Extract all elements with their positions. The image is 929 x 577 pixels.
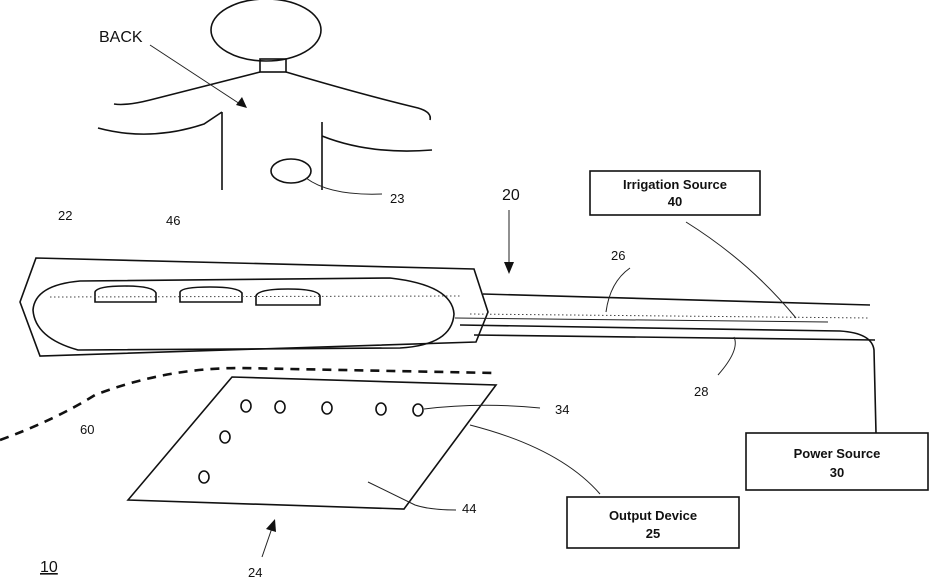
output-pad — [128, 377, 600, 510]
ref-46: 46 — [166, 213, 180, 228]
output-device-box: Output Device 25 — [567, 497, 739, 548]
irrigation-lumen — [470, 314, 870, 318]
power-source-label: Power Source — [794, 446, 881, 461]
pad-electrode-dot — [220, 431, 230, 443]
patient-shoulders — [114, 72, 430, 120]
ref-44: 44 — [462, 501, 476, 516]
pad-electrode-dot — [199, 471, 209, 483]
electrode — [95, 286, 156, 302]
ref-34: 34 — [555, 402, 569, 417]
catheter-ref: 20 — [502, 187, 520, 204]
figure-ref-10: 10 — [40, 559, 58, 576]
irrigation-source-label: Irrigation Source — [623, 177, 727, 192]
irrigation-source-ref: 40 — [668, 194, 682, 209]
ref-22: 22 — [58, 208, 72, 223]
electrode-array — [95, 286, 320, 305]
irrigation-connector — [686, 222, 796, 318]
patient-body — [98, 0, 432, 194]
irrigation-line-leader — [606, 268, 630, 312]
catheter-dotted-axis — [50, 296, 460, 297]
pad-electrodes — [199, 400, 423, 483]
output-device-label: Output Device — [609, 508, 697, 523]
back-label: BACK — [99, 29, 143, 46]
target-leader — [306, 178, 382, 194]
pad-electrode-dot — [241, 400, 251, 412]
pad-arrow — [262, 519, 276, 557]
ref-23: 23 — [390, 191, 404, 206]
pad-electrode-dot — [376, 403, 386, 415]
patient-head — [211, 0, 321, 61]
catheter-housing — [20, 258, 488, 356]
pad-electrode-dot — [413, 404, 423, 416]
ref-28: 28 — [694, 384, 708, 399]
power-source-ref: 30 — [830, 465, 844, 480]
catheter-inner-body — [33, 278, 454, 350]
dots-leader — [424, 405, 540, 409]
catheter-arrow — [504, 210, 514, 274]
ref-24: 24 — [248, 565, 262, 577]
power-cable — [460, 325, 876, 433]
output-device-ref: 25 — [646, 526, 660, 541]
ref-60: 60 — [80, 422, 94, 437]
patient-arm-right — [322, 136, 432, 151]
irrigation-source-box: Irrigation Source 40 — [590, 171, 760, 215]
electrode — [256, 289, 320, 305]
target-tissue-region — [271, 159, 311, 183]
pad-outline — [128, 377, 496, 509]
catheter-cables — [455, 222, 876, 433]
output-connector — [470, 425, 600, 494]
ref-26: 26 — [611, 248, 625, 263]
power-line-leader — [718, 337, 735, 375]
pad-electrode-dot — [275, 401, 285, 413]
pad-surface-leader — [368, 482, 456, 510]
electrode — [180, 287, 242, 302]
patient-arm-left — [98, 112, 222, 134]
power-source-box: Power Source 30 — [746, 433, 928, 490]
pad-electrode-dot — [322, 402, 332, 414]
catheter-assembly — [20, 258, 488, 356]
